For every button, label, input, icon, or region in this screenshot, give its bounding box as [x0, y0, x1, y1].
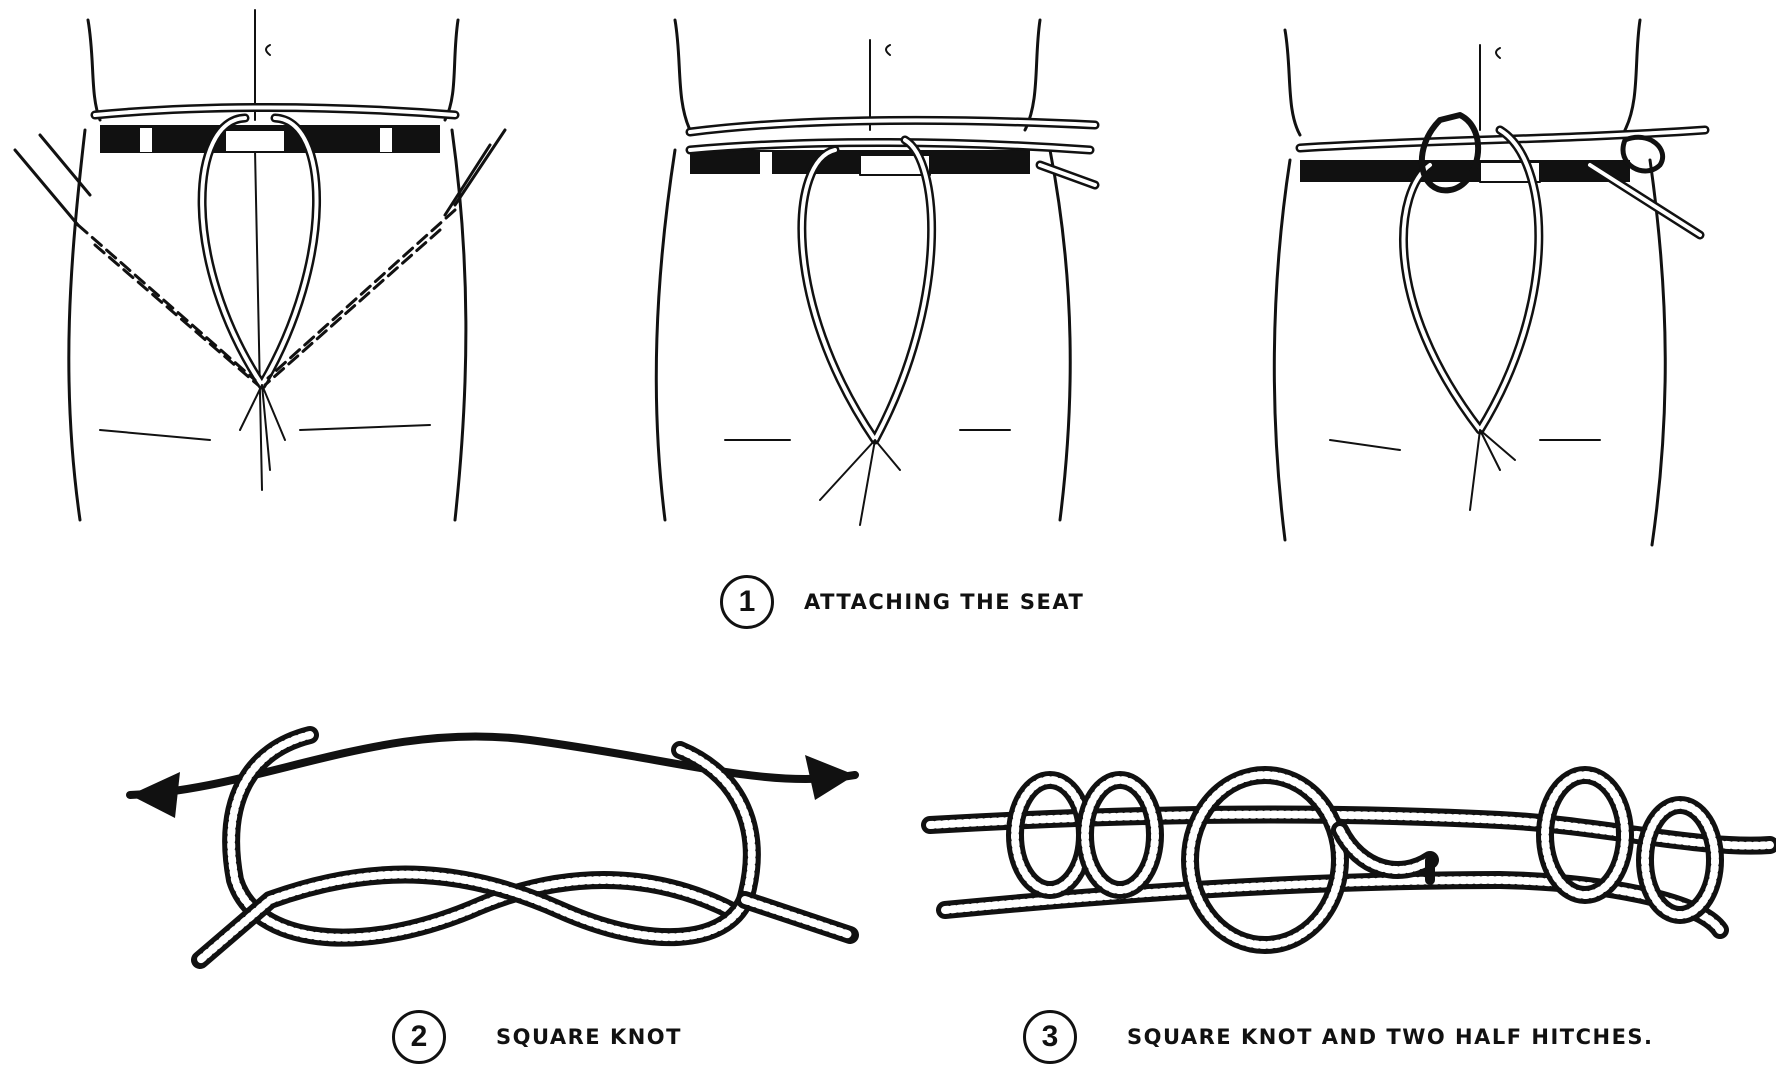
square-knot-half-hitches-drawing [930, 775, 1770, 945]
figure-1-title: ATTACHING THE SEAT [804, 590, 1084, 614]
figure-2-number: 2 [392, 1010, 446, 1064]
figure-1-number: 1 [720, 575, 774, 629]
seat-figure-step-2 [656, 20, 1095, 525]
figure-3-number: 3 [1023, 1010, 1077, 1064]
figure-3-title: SQUARE KNOT AND TWO HALF HITCHES. [1127, 1025, 1654, 1049]
figure-2-title: SQUARE KNOT [496, 1025, 682, 1049]
seat-figure-step-3 [1274, 20, 1705, 545]
figure-1-caption: 1 ATTACHING THE SEAT [720, 575, 1084, 629]
figure-3-caption: 3 SQUARE KNOT AND TWO HALF HITCHES. [1023, 1010, 1654, 1064]
figure-2-caption: 2 SQUARE KNOT [392, 1010, 682, 1064]
seat-figure-step-1 [15, 10, 505, 520]
square-knot-drawing [130, 735, 855, 960]
